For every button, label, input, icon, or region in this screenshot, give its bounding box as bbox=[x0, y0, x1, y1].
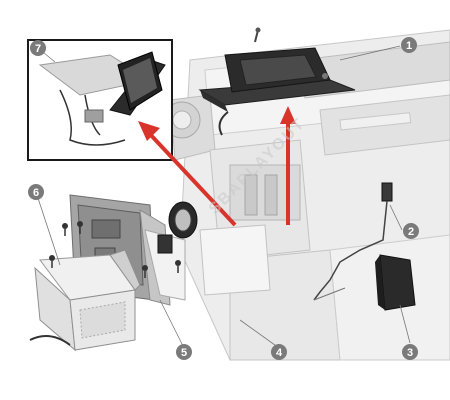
callout-6-label: 6 bbox=[33, 187, 39, 199]
cable-assembly bbox=[313, 182, 393, 301]
printer-chassis bbox=[163, 29, 450, 361]
callout-7-label: 7 bbox=[35, 43, 41, 55]
callout-2: 2 bbox=[403, 223, 419, 239]
callout-4: 4 bbox=[271, 344, 287, 360]
leader-lines bbox=[35, 45, 411, 349]
callout-3-label: 3 bbox=[407, 347, 413, 359]
ink-supply-cover bbox=[375, 254, 416, 311]
callout-7: 7 bbox=[30, 40, 46, 56]
callout-6: 6 bbox=[28, 184, 44, 200]
callout-5-label: 5 bbox=[181, 347, 187, 359]
callout-1-label: 1 bbox=[406, 40, 412, 52]
removal-arrows bbox=[138, 106, 296, 227]
callout-2-label: 2 bbox=[408, 226, 414, 238]
callout-3: 3 bbox=[402, 344, 418, 360]
callout-4-label: 4 bbox=[276, 347, 283, 359]
callout-1: 1 bbox=[401, 37, 417, 53]
screws bbox=[49, 221, 181, 278]
cooling-fan bbox=[168, 201, 198, 239]
front-panel-assembly bbox=[198, 27, 356, 136]
front-panel-detail-inset bbox=[27, 39, 173, 161]
callout-5: 5 bbox=[176, 344, 192, 360]
power-supply-unit bbox=[29, 249, 141, 352]
